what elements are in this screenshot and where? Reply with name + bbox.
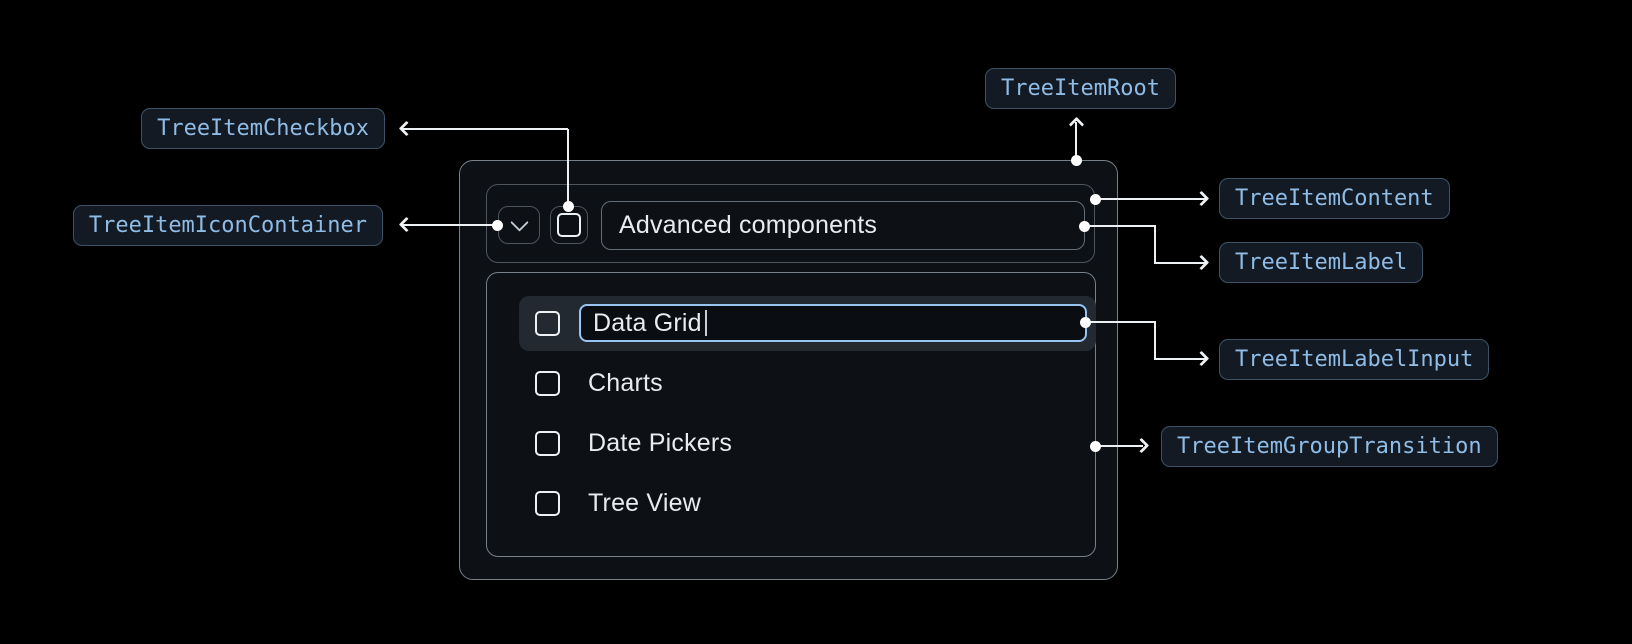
connector-line [403, 223, 497, 227]
connector-dot [1079, 316, 1091, 328]
tree-item-label[interactable]: Advanced components [601, 201, 1085, 250]
annotation-text: TreeItemCheckbox [157, 116, 369, 141]
connector-line [1085, 320, 1156, 324]
annotation-pill-tree-item-group-transition: TreeItemGroupTransition [1161, 426, 1498, 467]
chevron-down-icon [509, 212, 529, 232]
tree-item-row-date-pickers[interactable]: Date Pickers [519, 416, 1096, 471]
connector-line [566, 129, 570, 203]
text-caret-icon [704, 310, 707, 336]
tree-item-icon-container[interactable] [498, 206, 540, 244]
connector-dot [491, 219, 503, 231]
connector-line [403, 127, 568, 131]
connector-line [1074, 122, 1078, 161]
connector-dot [1089, 193, 1101, 205]
tree-item-content[interactable]: Advanced components [486, 184, 1095, 263]
annotation-pill-tree-item-label-input: TreeItemLabelInput [1219, 339, 1490, 380]
tree-item-root: Advanced components Data Grid Charts Dat… [459, 160, 1118, 580]
connector-line [1153, 226, 1157, 264]
connector-line [1155, 261, 1205, 265]
annotation-text: TreeItemLabelInput [1235, 347, 1474, 372]
checkbox-unchecked-icon[interactable] [535, 491, 560, 516]
tree-item-label: Date Pickers [588, 429, 733, 457]
tree-item-row-tree-view[interactable]: Tree View [519, 476, 1096, 531]
connector-line [1155, 357, 1205, 361]
tree-item-row-data-grid[interactable]: Data Grid [519, 296, 1096, 351]
connector-line [1153, 322, 1157, 360]
checkbox-unchecked-icon[interactable] [535, 371, 560, 396]
checkbox-unchecked-icon [557, 213, 581, 237]
connector-dot [1078, 220, 1090, 232]
connector-dot [1070, 155, 1082, 166]
annotation-pill-tree-item-label: TreeItemLabel [1219, 242, 1424, 283]
connector-dot [562, 200, 574, 212]
annotation-text: TreeItemRoot [1001, 76, 1160, 101]
connector-line [1095, 197, 1205, 201]
tree-item-label: Charts [588, 369, 663, 397]
annotation-pill-tree-item-content: TreeItemContent [1219, 178, 1450, 219]
arrowhead-right-icon [1133, 437, 1150, 454]
connector-dot [1089, 440, 1101, 452]
annotation-pill-tree-item-root: TreeItemRoot [985, 68, 1176, 109]
tree-item-label: Tree View [588, 489, 701, 517]
arrowhead-right-icon [1193, 190, 1210, 207]
annotation-pill-tree-item-checkbox: TreeItemCheckbox [141, 108, 385, 149]
annotation-text: TreeItemLabel [1235, 250, 1408, 275]
connector-line [1084, 224, 1156, 228]
connector-line [1095, 444, 1143, 448]
checkbox-unchecked-icon[interactable] [535, 431, 560, 456]
tree-item-group-transition: Data Grid Charts Date Pickers Tree View [486, 272, 1096, 557]
tree-item-row-charts[interactable]: Charts [519, 356, 1096, 411]
tree-item-checkbox[interactable] [550, 206, 588, 244]
label-input-text: Data Grid [593, 308, 702, 337]
annotation-text: TreeItemGroupTransition [1177, 434, 1482, 459]
tree-item-label-text: Advanced components [619, 211, 878, 239]
arrowhead-right-icon [1193, 350, 1210, 367]
annotation-pill-tree-item-icon-container: TreeItemIconContainer [72, 205, 383, 246]
annotation-text: TreeItemIconContainer [88, 213, 367, 238]
arrowhead-right-icon [1193, 254, 1210, 271]
tree-item-label-input[interactable]: Data Grid [579, 304, 1087, 342]
annotation-text: TreeItemContent [1235, 186, 1434, 211]
checkbox-unchecked-icon[interactable] [535, 311, 560, 336]
